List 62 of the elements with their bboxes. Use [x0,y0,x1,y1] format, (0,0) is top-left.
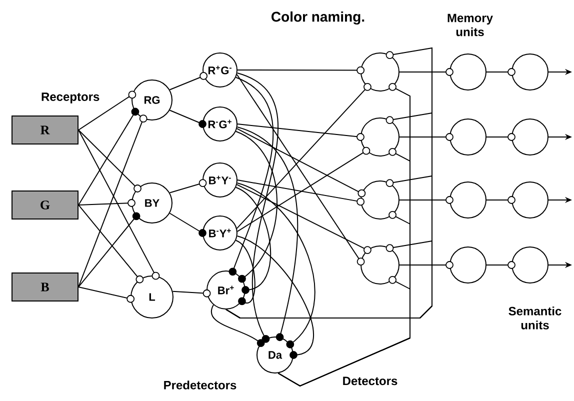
connection-line [235,130,278,283]
neuron-circle [360,52,400,92]
neuron-circle [512,182,548,218]
connection-line [399,196,454,204]
neuron-circle [512,54,548,90]
connection-line [78,204,144,284]
connection-line [169,212,206,237]
connection-line [486,68,516,76]
connection-line [78,212,140,288]
connection-line [169,110,206,128]
connection-line [78,108,140,206]
connection-line [399,133,454,141]
connection-line [235,186,272,294]
connection-line [169,72,208,90]
neuron-circle [450,54,486,90]
receptor-box: G [12,190,78,220]
connection-line [486,261,516,269]
connection-line [78,130,142,192]
connection-line [236,128,366,198]
connection-line [237,66,365,74]
connection-line [172,289,211,298]
connection-line [236,236,314,359]
neuron-circle [512,118,548,156]
title: Color naming. [272,11,364,25]
connection-line [211,304,265,348]
connection-line [78,286,135,303]
connection-line [236,82,372,229]
connection-line [237,180,365,206]
neuron-circle [450,118,486,156]
connection-line [236,184,372,254]
connection-line [228,76,274,276]
connection-line [236,74,365,266]
connection-line [278,276,410,387]
receptor-box: B [12,272,78,302]
layer-label: Semantic units [508,306,562,330]
connection-line [236,146,370,232]
layer-label: Predetectors [164,380,236,390]
connection-line [78,199,136,207]
connection-line [236,126,298,342]
connection-line [236,72,278,343]
connection-line [236,182,316,348]
layer-label: Memory units [448,14,493,36]
connection-line [399,68,454,76]
neuron-circle [360,180,400,220]
neuron-circle [360,118,400,156]
connection-line [226,240,432,318]
connection-line [486,196,516,204]
connection-line [78,114,148,288]
layer-label: Receptors [42,92,100,104]
neuron-circle [360,246,400,284]
connection-line [237,124,364,141]
connection-line [78,130,160,280]
layer-label: Detectors [343,376,398,386]
connection-line [399,261,454,269]
connection-line [235,240,256,306]
receptor-box: R [12,116,78,144]
neuron-circle [450,182,486,218]
connection-line [78,90,136,130]
connection-line [486,133,516,141]
neuron-circle [450,246,486,284]
connection-line [169,179,207,194]
neuron-circle [512,246,548,284]
